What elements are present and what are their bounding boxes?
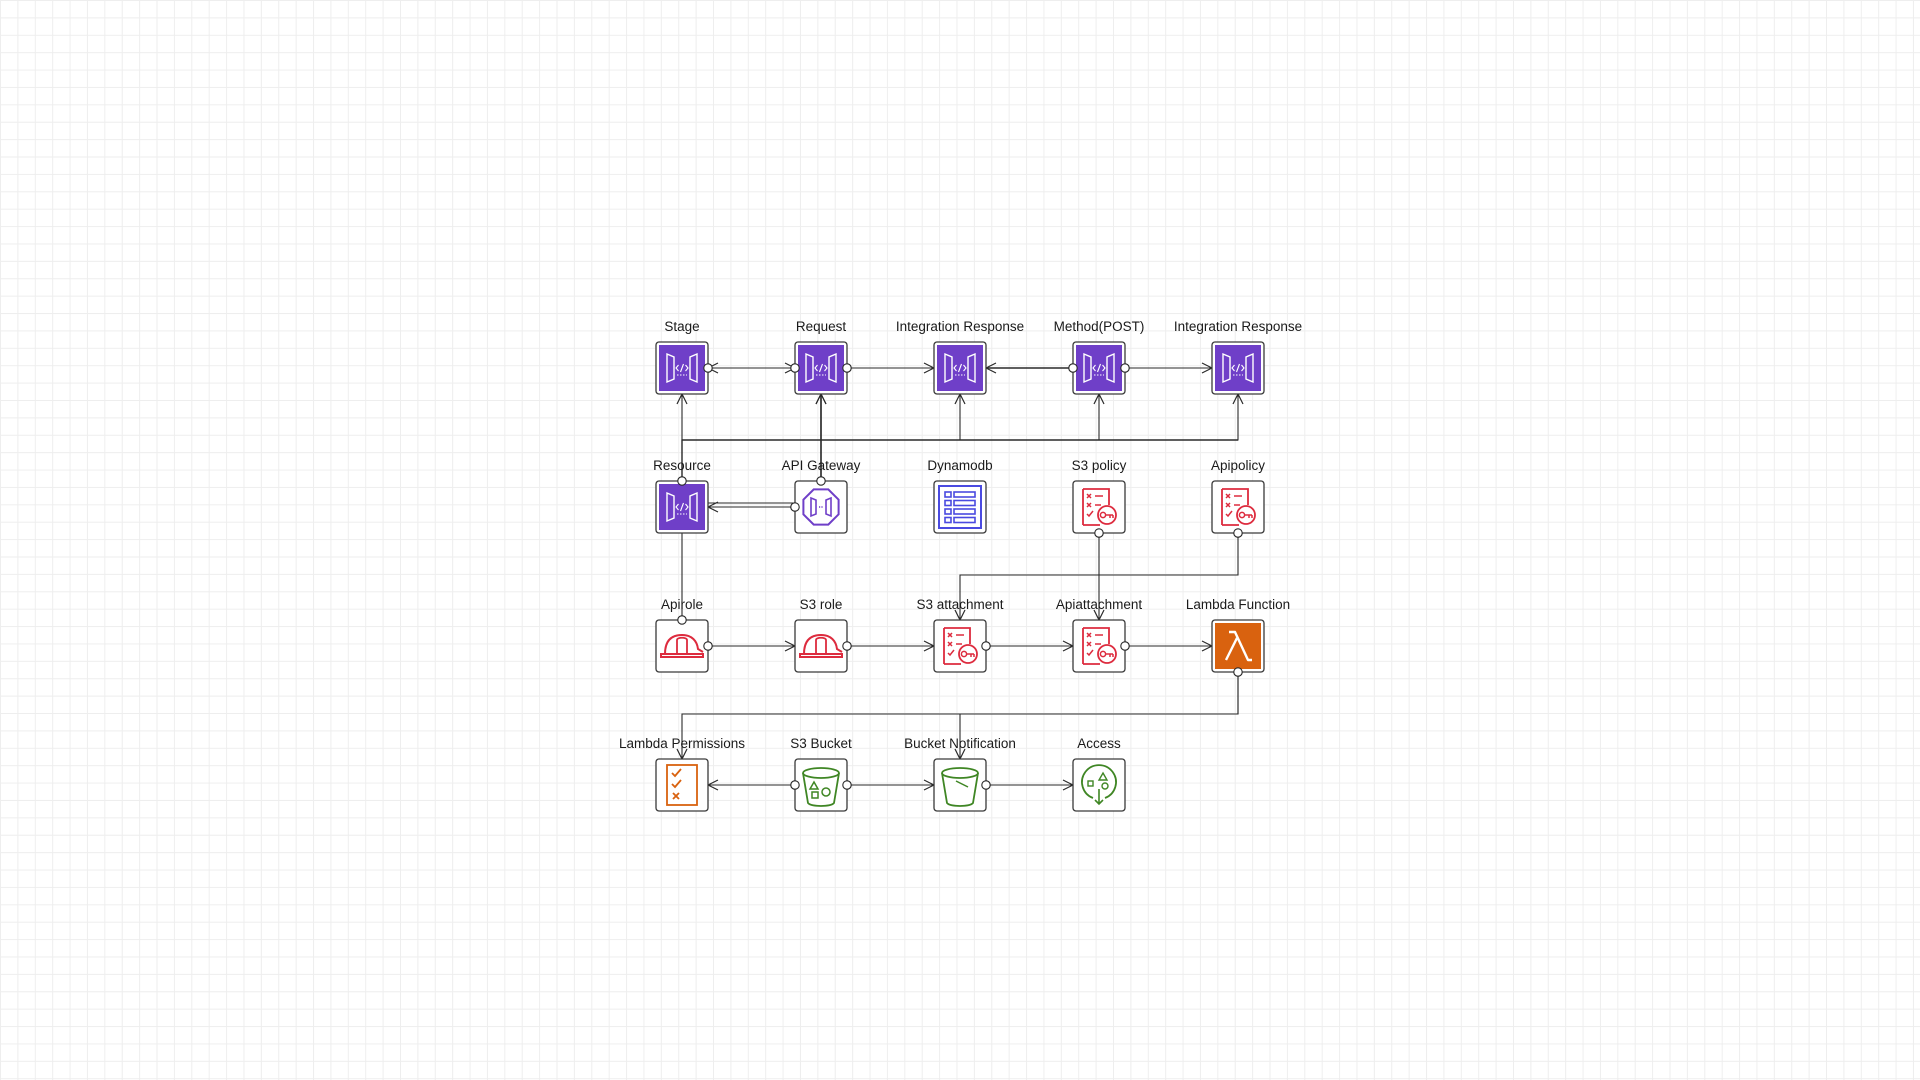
node-label: Access — [1077, 736, 1121, 751]
node-lambda-function[interactable]: Lambda Function — [1186, 597, 1290, 673]
node-label: API Gateway — [782, 458, 861, 473]
connector-port[interactable] — [981, 780, 991, 790]
node-label: Bucket Notification — [904, 736, 1016, 751]
edge-lambda-function-to-bucket-notification[interactable] — [960, 672, 1239, 759]
connector-port[interactable] — [790, 502, 800, 512]
node-apirole[interactable]: Apirole — [655, 597, 709, 673]
api-gateway-endpoint-icon — [1076, 345, 1122, 391]
node-label: Request — [796, 319, 847, 334]
node-label: S3 attachment — [916, 597, 1003, 612]
api-gateway-endpoint-icon — [1215, 345, 1261, 391]
node-access[interactable]: Access — [1072, 736, 1126, 812]
s3-bucket-icon — [941, 767, 979, 807]
connector-port[interactable] — [1120, 641, 1130, 651]
api-gateway-endpoint-icon — [798, 345, 844, 391]
node-label: Stage — [664, 319, 699, 334]
node-integration-response-1[interactable]: Integration Response — [896, 319, 1024, 395]
node-label: Dynamodb — [927, 458, 992, 473]
node-label: S3 role — [800, 597, 843, 612]
connector-ports-top — [677, 363, 1243, 790]
iam-policy-icon — [1082, 627, 1117, 665]
node-integration-response-2[interactable]: Integration Response — [1174, 319, 1302, 395]
node-frame[interactable] — [655, 758, 709, 812]
node-label: S3 Bucket — [790, 736, 852, 751]
api-gateway-endpoint-icon — [659, 345, 705, 391]
node-label: Resource — [653, 458, 711, 473]
connector-port[interactable] — [703, 363, 713, 373]
node-label: Method(POST) — [1054, 319, 1145, 334]
connector-port[interactable] — [1094, 528, 1104, 538]
node-s3-role[interactable]: S3 role — [794, 597, 848, 673]
node-apipolicy[interactable]: Apipolicy — [1211, 458, 1265, 534]
node-dynamodb[interactable]: Dynamodb — [927, 458, 993, 534]
lambda-function-icon — [1215, 623, 1261, 669]
connector-port[interactable] — [842, 780, 852, 790]
node-label: Lambda Permissions — [619, 736, 745, 751]
node-s3-policy[interactable]: S3 policy — [1072, 458, 1127, 534]
node-frame[interactable] — [933, 758, 987, 812]
connector-port[interactable] — [1068, 363, 1078, 373]
api-gateway-endpoint-icon — [659, 484, 705, 530]
node-frame[interactable] — [933, 480, 987, 534]
iam-policy-icon — [1082, 488, 1117, 526]
iam-role-hardhat-icon — [660, 633, 704, 658]
connector-port[interactable] — [677, 476, 687, 486]
checklist-icon — [666, 764, 698, 806]
node-stage[interactable]: Stage — [655, 319, 709, 395]
node-label: Lambda Function — [1186, 597, 1290, 612]
nodes: Stage Request Integration Response Method(P… — [619, 319, 1302, 812]
iam-policy-icon — [1221, 488, 1256, 526]
connector-port[interactable] — [703, 641, 713, 651]
node-lambda-permissions[interactable]: Lambda Permissions — [619, 736, 745, 812]
s3-access-point-icon — [1081, 764, 1117, 806]
node-apiattachment[interactable]: Apiattachment — [1056, 597, 1143, 673]
api-gateway-service-icon — [802, 488, 840, 526]
iam-policy-icon — [943, 627, 978, 665]
node-s3-bucket[interactable]: S3 Bucket — [790, 736, 852, 812]
connections — [678, 364, 1242, 789]
connector-port[interactable] — [842, 363, 852, 373]
node-s3-attachment[interactable]: S3 attachment — [916, 597, 1004, 673]
node-frame[interactable] — [794, 619, 848, 673]
connector-port[interactable] — [677, 615, 687, 625]
connector-port[interactable] — [1120, 363, 1130, 373]
node-resource[interactable]: Resource — [653, 458, 711, 534]
connector-port[interactable] — [790, 363, 800, 373]
node-label: S3 policy — [1072, 458, 1127, 473]
node-label: Apiattachment — [1056, 597, 1143, 612]
node-label: Apirole — [661, 597, 703, 612]
edge-resource-to-method-post[interactable] — [681, 394, 1099, 481]
connector-port[interactable] — [816, 476, 826, 486]
connector-port[interactable] — [790, 780, 800, 790]
connector-port[interactable] — [1233, 667, 1243, 677]
dynamodb-table-icon — [938, 485, 982, 529]
node-label: Integration Response — [896, 319, 1024, 334]
node-method-post[interactable]: Method(POST) — [1054, 319, 1145, 395]
node-label: Apipolicy — [1211, 458, 1265, 473]
connector-port[interactable] — [842, 641, 852, 651]
node-frame[interactable] — [655, 619, 709, 673]
iam-role-hardhat-icon — [799, 633, 843, 658]
node-label: Integration Response — [1174, 319, 1302, 334]
connector-port[interactable] — [981, 641, 991, 651]
connector-port[interactable] — [1233, 528, 1243, 538]
node-request[interactable]: Request — [794, 319, 848, 395]
node-frame[interactable] — [794, 758, 848, 812]
node-bucket-notification[interactable]: Bucket Notification — [904, 736, 1016, 812]
api-gateway-endpoint-icon — [937, 345, 983, 391]
s3-bucket-objects-icon — [802, 767, 840, 807]
node-api-gateway[interactable]: API Gateway — [782, 458, 861, 534]
